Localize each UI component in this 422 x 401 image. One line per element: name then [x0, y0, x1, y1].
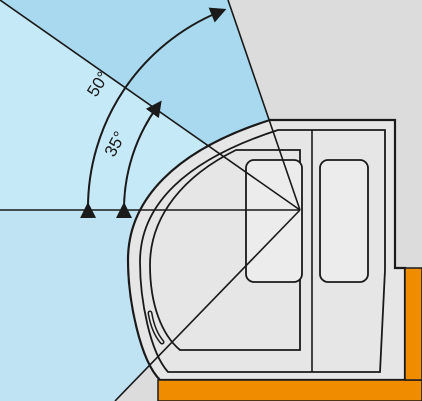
- door-handle-highlight: [149, 312, 163, 343]
- arc-35-degrees: [116, 100, 162, 219]
- sight-line-50: [227, 0, 301, 211]
- machine-base: [157, 379, 422, 401]
- machine-side-panel: [404, 267, 422, 381]
- side-window-rear: [319, 159, 369, 283]
- arc-50-degrees: [80, 7, 227, 219]
- sight-line-lower: [114, 209, 301, 401]
